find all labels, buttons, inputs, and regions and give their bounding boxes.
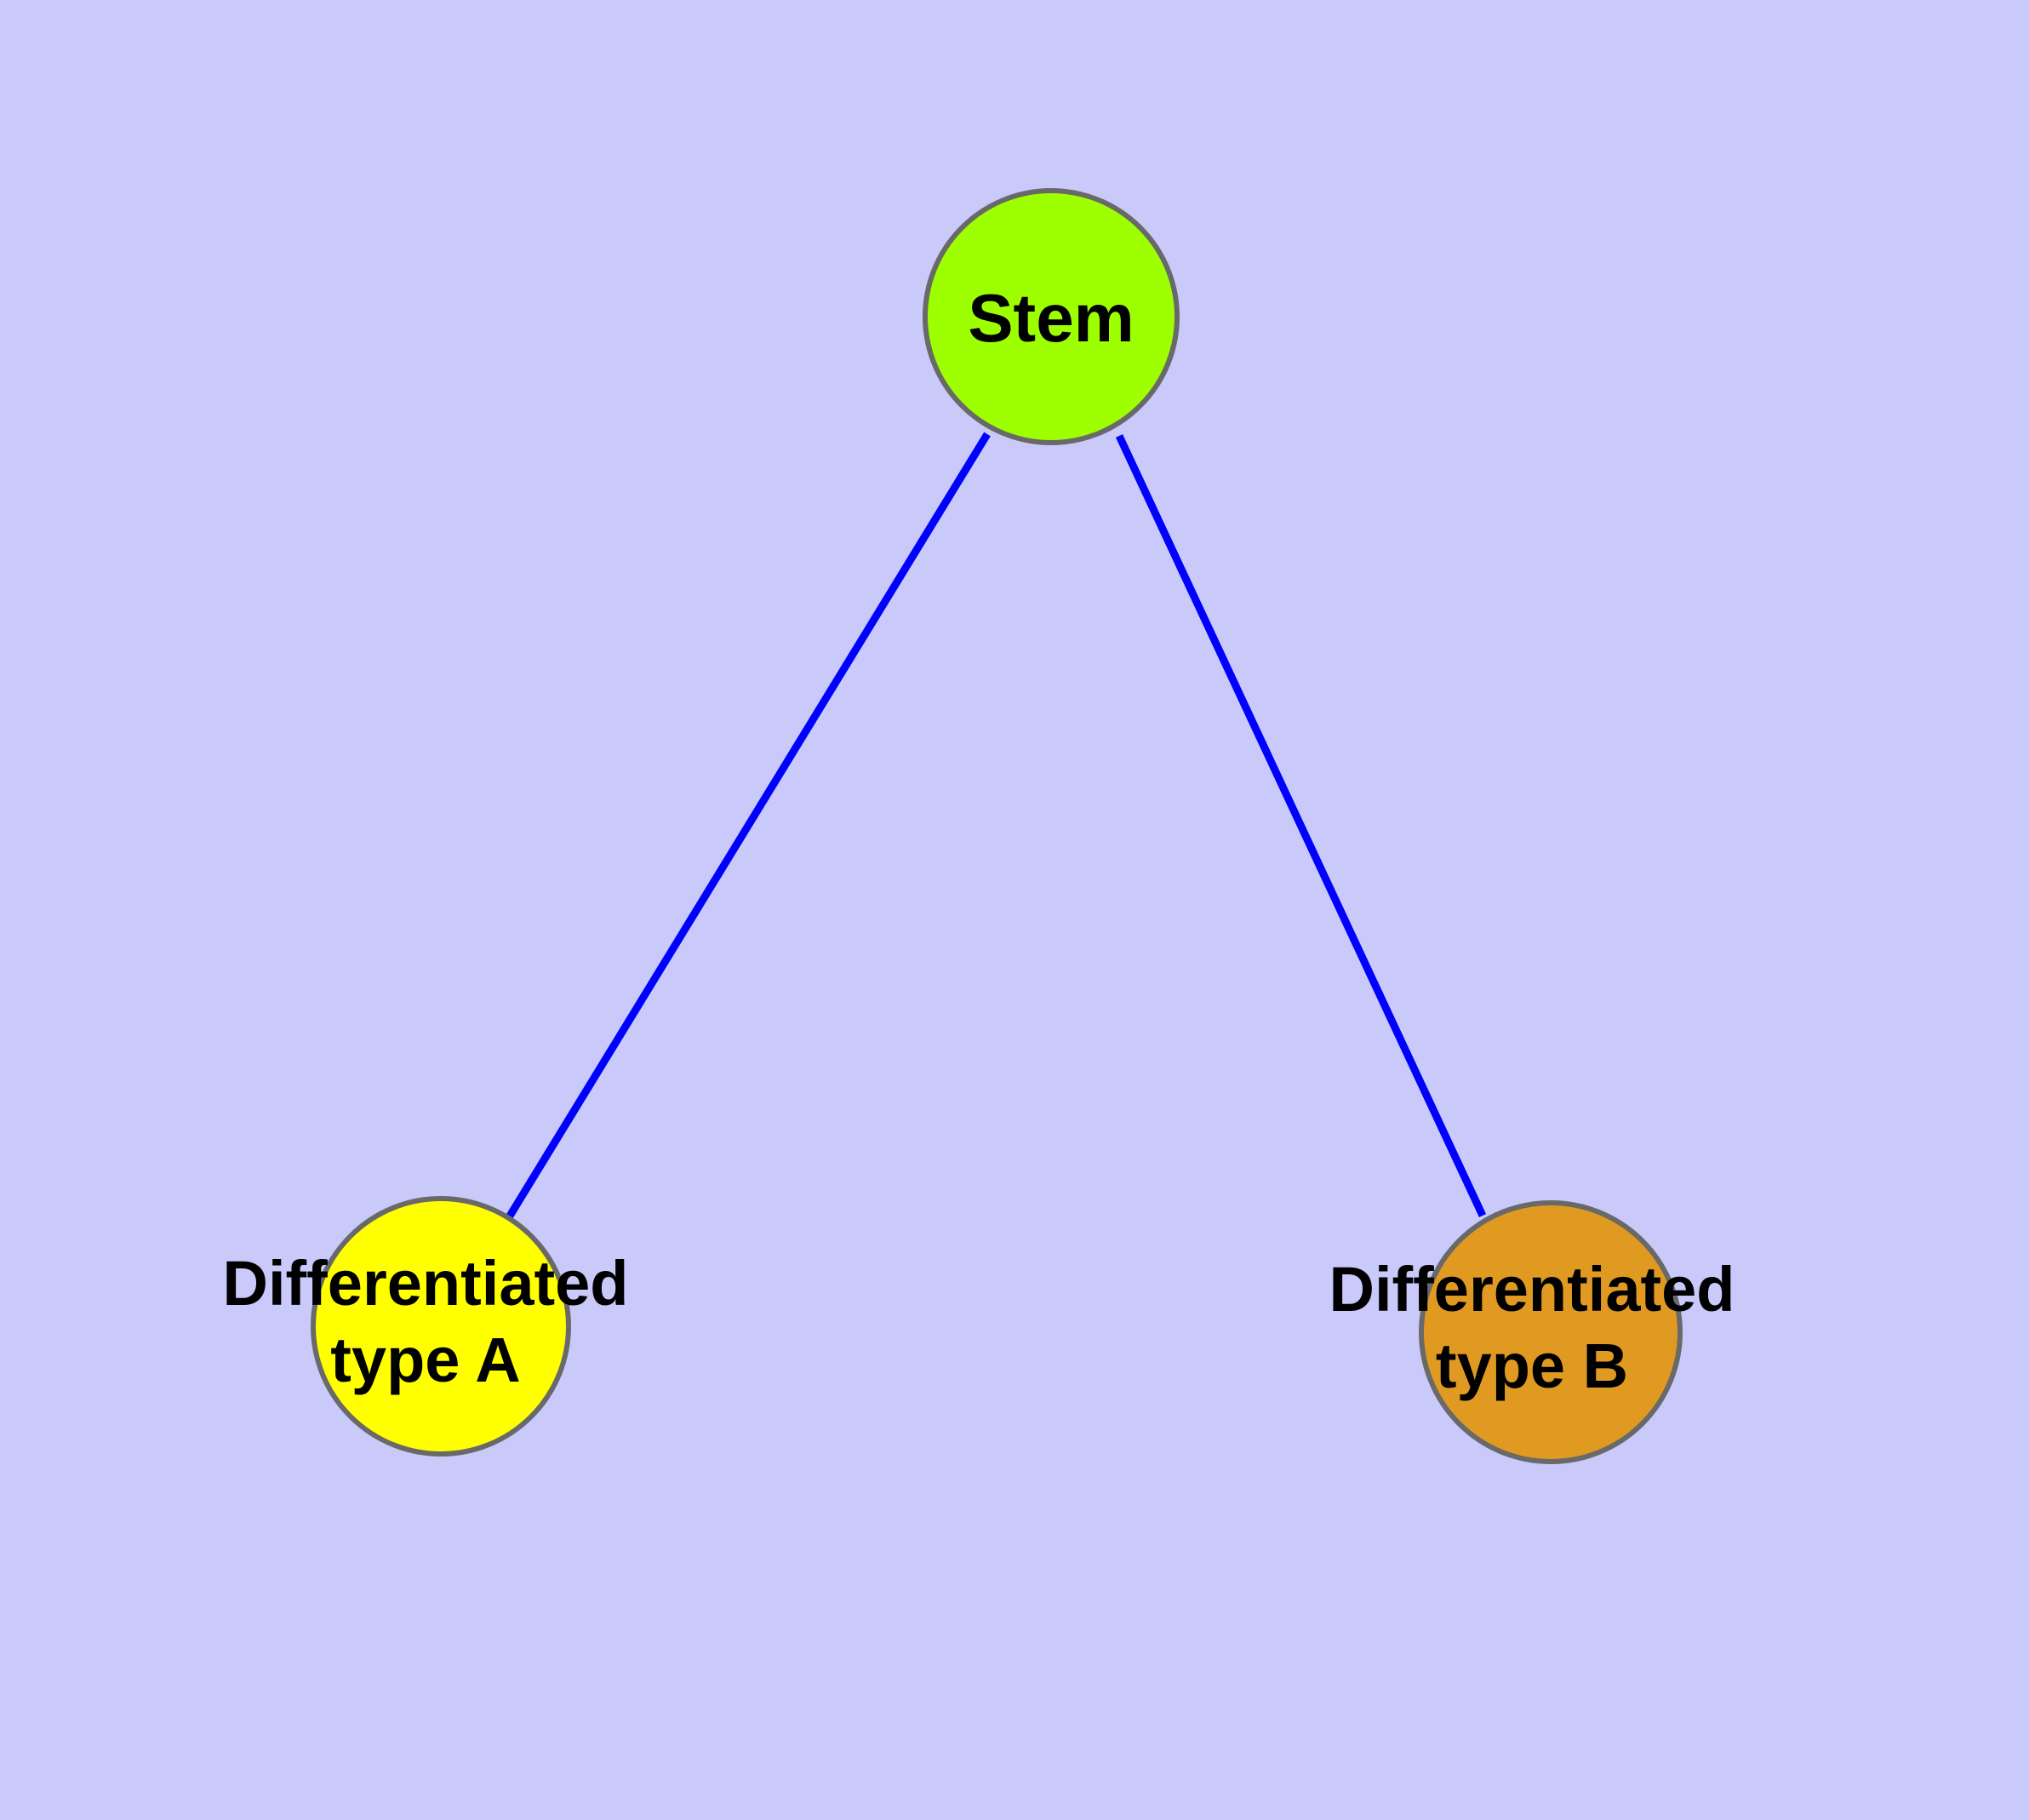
- label-line: Differentiated: [1329, 1253, 1735, 1324]
- label-line: Stem: [968, 280, 1135, 356]
- node-diff-a[interactable]: [311, 1196, 571, 1457]
- label-line: type A: [330, 1325, 520, 1395]
- edges-group: [506, 432, 1487, 1220]
- node-stem[interactable]: [923, 188, 1180, 445]
- node-label-stem: Stem: [968, 280, 1135, 356]
- edge-stem-to-diff-a[interactable]: [506, 432, 991, 1220]
- node-diff-b[interactable]: [1419, 1200, 1683, 1464]
- nodes-group: [311, 188, 1683, 1464]
- edge-stem-to-diff-b[interactable]: [1115, 434, 1487, 1217]
- label-line: type B: [1436, 1331, 1628, 1401]
- label-line: Differentiated: [223, 1247, 629, 1318]
